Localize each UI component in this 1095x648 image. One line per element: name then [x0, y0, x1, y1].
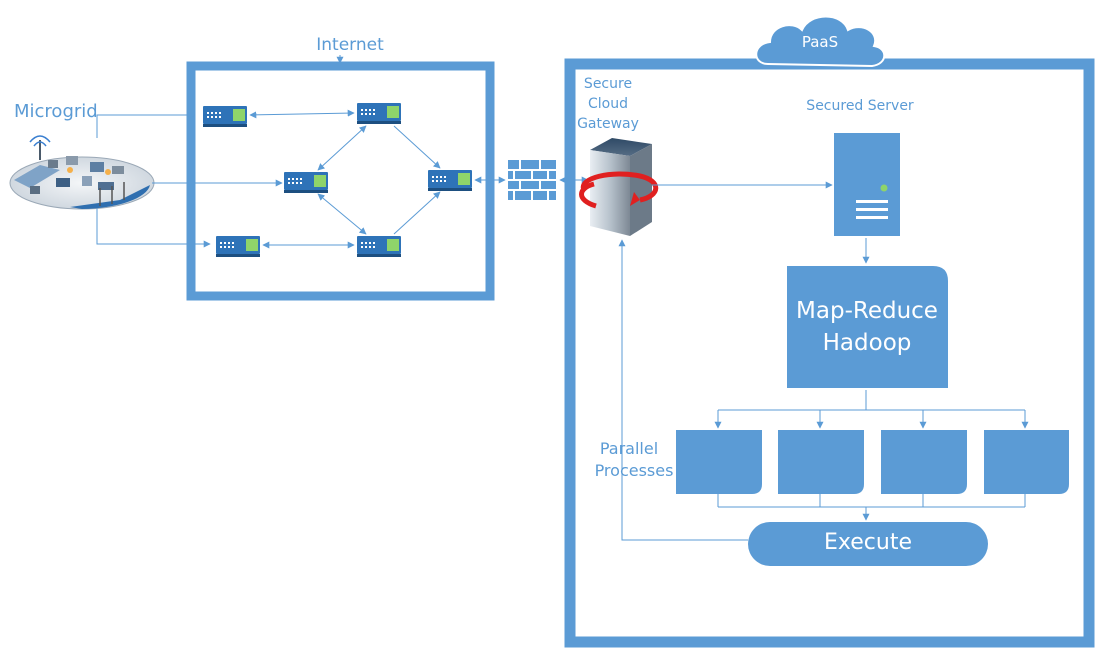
server-icon: [834, 133, 900, 236]
secured-server-label: Secured Server: [806, 98, 914, 114]
process-box-1: [676, 430, 762, 494]
gateway-label-line1: Secure: [583, 76, 633, 92]
process-box-2: [778, 430, 864, 494]
mapreduce-box: [787, 266, 948, 388]
firewall-icon: [508, 160, 556, 200]
network-switch-icon: [284, 172, 328, 193]
process-box-3: [881, 430, 967, 494]
server-tower-icon: [579, 138, 659, 236]
network-switch-icon: [428, 170, 472, 191]
execute-label: Execute: [824, 530, 912, 555]
microgrid-link-bottom: [96, 208, 211, 248]
link-r3-r2: [317, 125, 367, 171]
mapreduce-label-line2: Hadoop: [822, 330, 912, 356]
mapreduce-label-line1: Map-Reduce: [796, 298, 938, 324]
network-switch-icon: [216, 236, 260, 257]
gateway-label-line2: Cloud: [588, 96, 628, 112]
microgrid-link-top: [96, 111, 196, 138]
microgrid-label: Microgrid: [14, 101, 98, 122]
link-execute-gateway: [618, 239, 748, 541]
link-r1-r2: [249, 109, 355, 119]
link-r2-r4: [393, 125, 441, 169]
network-switch-icon: [357, 236, 401, 257]
link-r3-r6: [317, 193, 367, 235]
gateway-label-line3: Gateway: [577, 116, 639, 132]
microgrid-map-icon: [9, 135, 155, 210]
parallel-label-line1: Parallel: [599, 439, 659, 458]
internet-label: Internet: [316, 35, 384, 55]
link-r6-r4: [393, 191, 441, 235]
network-switch-icon: [203, 106, 247, 127]
execute-pill: [748, 522, 988, 566]
network-switch-icon: [357, 103, 401, 124]
cloud-icon: [755, 15, 886, 68]
paas-label: PaaS: [801, 33, 839, 51]
parallel-label-line2: Processes: [594, 461, 674, 480]
process-box-4: [984, 430, 1069, 494]
